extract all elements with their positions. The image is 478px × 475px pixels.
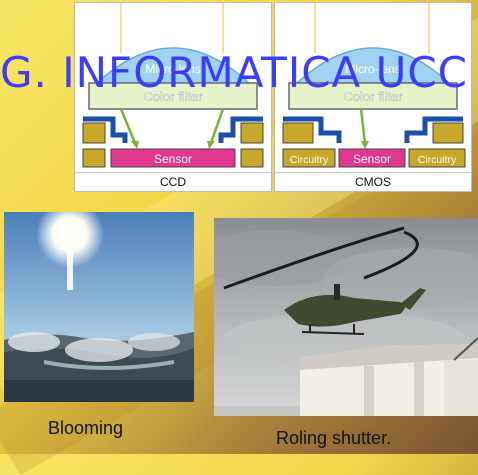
sensor-label: Sensor	[353, 152, 391, 166]
circuitry-block	[408, 148, 466, 168]
blooming-photo	[4, 212, 194, 402]
microlens-label: Micro-lens	[345, 62, 400, 76]
light-arrow	[119, 108, 137, 144]
blooming-photo-graphic	[4, 212, 194, 402]
ccd-caption: CCD	[75, 172, 271, 191]
color-filter-label: Color filter	[343, 89, 403, 104]
microlens-label: Micro-lens	[145, 62, 200, 76]
rolling-shutter-photo-graphic	[214, 218, 478, 416]
sensor-block	[110, 148, 236, 168]
sensor-block	[338, 148, 406, 168]
wiring-left	[83, 116, 128, 143]
rolling-shutter-caption: Roling shutter.	[276, 428, 392, 448]
circuitry-left-label: Circuitry	[290, 154, 329, 166]
substrate-block	[432, 122, 464, 144]
ccd-diagram-graphic: Micro-lens Color filter Sensor	[82, 3, 264, 168]
circuitry-block	[282, 148, 336, 168]
microlens	[95, 47, 251, 84]
ccd-diagram: Micro-lens Color filter Sensor CCD	[74, 2, 272, 192]
substrate-block	[282, 122, 314, 144]
substrate-block	[82, 148, 106, 168]
sensor-label: Sensor	[154, 152, 192, 166]
circuitry-right-label: Circuitry	[418, 154, 457, 166]
substrate-block	[240, 122, 264, 144]
microlens	[295, 47, 451, 84]
cmos-diagram: Micro-lens Color filter Circuitry Sensor…	[274, 2, 472, 192]
rolling-shutter-photo	[214, 218, 478, 416]
arrow-head	[207, 141, 215, 149]
substrate-block	[240, 148, 264, 168]
color-filter	[288, 82, 458, 110]
wiring-right	[218, 116, 263, 143]
substrate-block	[82, 122, 106, 144]
arrow-head	[131, 141, 139, 149]
wiring-right	[404, 116, 463, 143]
color-filter	[88, 82, 258, 110]
cmos-diagram-graphic: Micro-lens Color filter Circuitry Sensor…	[282, 3, 466, 168]
light-arrow	[359, 108, 367, 144]
arrow-head	[361, 141, 369, 149]
cmos-caption: CMOS	[275, 172, 471, 191]
blooming-caption: Blooming	[48, 418, 124, 438]
wiring-left	[283, 116, 342, 143]
color-filter-label: Color filter	[143, 89, 203, 104]
light-arrow	[209, 108, 225, 144]
